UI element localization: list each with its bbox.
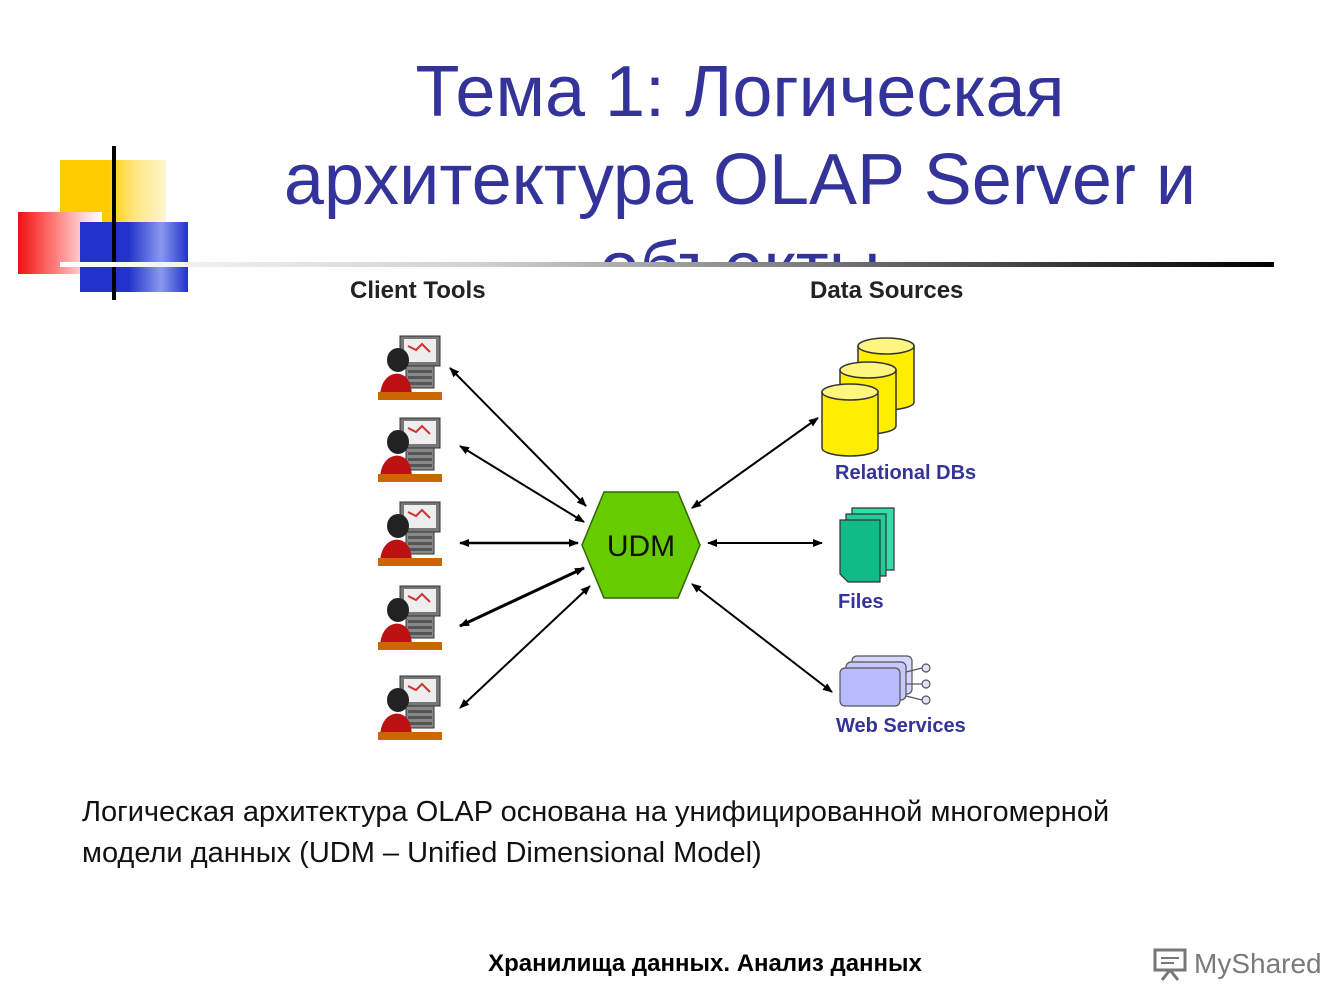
watermark[interactable]: MyShared [1152,944,1322,984]
arrow-web-services [691,583,833,693]
watermark-text: MyShared [1194,948,1322,979]
arrow-client-2 [459,445,585,523]
client-computer-icon-5 [377,675,443,741]
relational-dbs-label: Relational DBs [835,462,976,484]
title-line-2: архитектура OLAP Server и [283,140,1197,220]
arrow-relational [691,417,819,509]
client-computer-icon-4 [377,585,443,651]
deco-blue-square [80,222,188,292]
caption-line-2: модели данных (UDM – Unified Dimensional… [82,837,762,869]
udm-label: UDM [607,530,675,563]
presentation-board-icon [1153,948,1187,981]
slide-title: Тема 1: Логическая архитектура OLAP Serv… [240,48,1240,266]
title-line-3: объекты [600,228,881,266]
slide-caption: Логическая архитектура OLAP основана на … [82,792,1256,874]
data-sources-label: Data Sources [810,277,963,304]
udm-hexagon [581,491,701,599]
deco-vertical-line [112,146,116,300]
client-computer-icon-3 [377,501,443,567]
arrow-client-4 [459,566,585,628]
client-computer-icon-2 [377,417,443,483]
slide-footer: Хранилища данных. Анализ данных [488,950,922,977]
web-services-label: Web Services [836,715,966,737]
caption-line-1: Логическая архитектура OLAP основана на … [82,796,1110,828]
web-services-icon [839,655,931,707]
files-icon [839,507,895,583]
arrow-client-1 [449,367,587,507]
client-computer-icon-1 [377,335,443,401]
database-icon [821,337,915,457]
files-label: Files [838,591,884,613]
client-tools-label: Client Tools [350,277,486,304]
arrow-client-5 [459,585,591,709]
title-underline [60,262,1274,267]
title-line-1: Тема 1: Логическая [415,52,1065,132]
